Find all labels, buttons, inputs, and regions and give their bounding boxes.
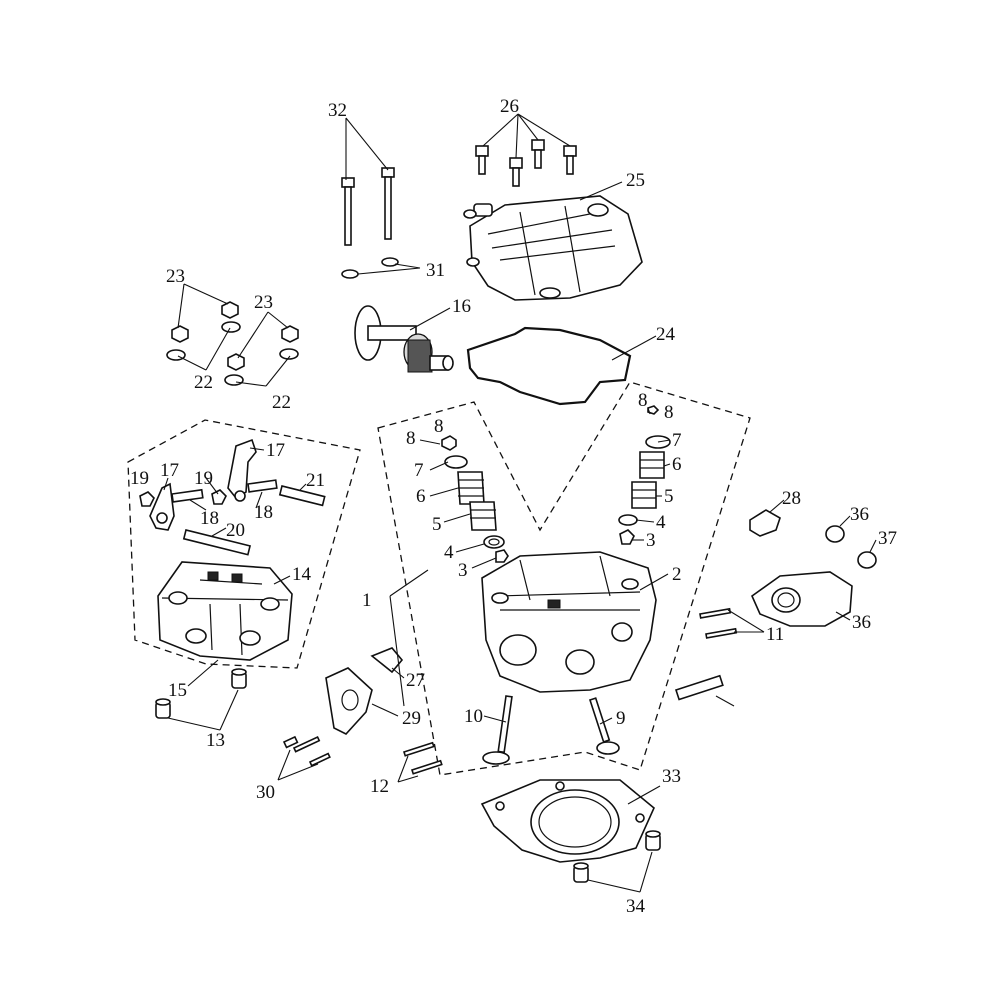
callout-5b: 5 (664, 486, 674, 507)
callout-17b: 17 (160, 460, 179, 481)
callout-21: 21 (306, 470, 325, 491)
callout-31: 31 (426, 260, 445, 281)
callout-5a: 5 (432, 514, 442, 535)
valve-train-right (618, 405, 671, 545)
valve-train-left (441, 435, 509, 563)
callout-4b: 4 (656, 512, 666, 533)
callout-6b: 6 (672, 454, 682, 475)
callout-32: 32 (328, 100, 347, 121)
callout-2: 2 (672, 564, 682, 585)
callout-26: 26 (500, 96, 519, 117)
rocker-arm-assembly (139, 438, 326, 661)
dowel-pins-34 (573, 830, 661, 883)
callout-15: 15 (168, 680, 187, 701)
callout-29: 29 (402, 708, 421, 729)
callout-8b: 8 (434, 416, 444, 437)
callout-10: 10 (464, 706, 483, 727)
nuts-and-washers (166, 301, 299, 386)
callout-36a: 36 (850, 504, 869, 525)
callout-27: 27 (406, 670, 425, 691)
cover-bolts (475, 139, 577, 187)
right-side-parts (674, 509, 877, 701)
callout-17a: 17 (266, 440, 285, 461)
callout-9: 9 (616, 708, 626, 729)
callout-23a: 23 (166, 266, 185, 287)
callout-19a: 19 (130, 468, 149, 489)
callout-35: 36 (852, 612, 871, 633)
callout-7a: 7 (414, 460, 424, 481)
valve-group-outline (377, 381, 751, 776)
cover-gasket (466, 326, 632, 406)
callout-3b: 3 (646, 530, 656, 551)
callout-20: 20 (226, 520, 245, 541)
callout-24: 24 (656, 324, 676, 345)
cylinder-head (481, 551, 657, 693)
callout-4a: 4 (444, 542, 454, 563)
callout-1: 1 (362, 590, 372, 611)
callout-22b: 22 (272, 392, 291, 413)
callout-18a: 18 (200, 508, 219, 529)
washers-31 (341, 257, 399, 279)
callout-8d: 8 (664, 402, 674, 423)
valves (482, 695, 620, 765)
head-gasket (480, 779, 655, 863)
callout-25: 25 (626, 170, 645, 191)
dowel-pins-13 (155, 668, 247, 719)
callout-8a: 8 (406, 428, 416, 449)
callout-34: 34 (626, 896, 646, 917)
callout-33: 33 (662, 766, 681, 787)
lower-left-parts (282, 647, 443, 775)
callout-16: 14 (292, 564, 312, 585)
callout-36b: 37 (878, 528, 897, 549)
callout-19b: 19 (194, 468, 213, 489)
callout-3a: 3 (458, 560, 468, 581)
callout-6a: 6 (416, 486, 426, 507)
cylinder-head-cover (463, 195, 643, 301)
callout-30: 30 (256, 782, 275, 803)
callout-8c: 8 (638, 390, 648, 411)
callout-12: 12 (370, 776, 389, 797)
leader-lines (163, 113, 877, 893)
callout-7b: 7 (672, 430, 682, 451)
callout-22a: 22 (194, 372, 213, 393)
callout-14: 16 (452, 296, 471, 317)
callout-13: 13 (206, 730, 225, 751)
long-bolts (341, 167, 395, 246)
callout-18b: 18 (254, 502, 273, 523)
callout-labels: 32 31 26 25 16 24 23 23 22 22 17 17 19 1… (130, 96, 897, 917)
rocker-group-outline (127, 419, 361, 669)
callout-23b: 23 (254, 292, 273, 313)
callout-11: 11 (766, 624, 784, 645)
camshaft (354, 305, 454, 373)
callout-28: 28 (782, 488, 801, 509)
